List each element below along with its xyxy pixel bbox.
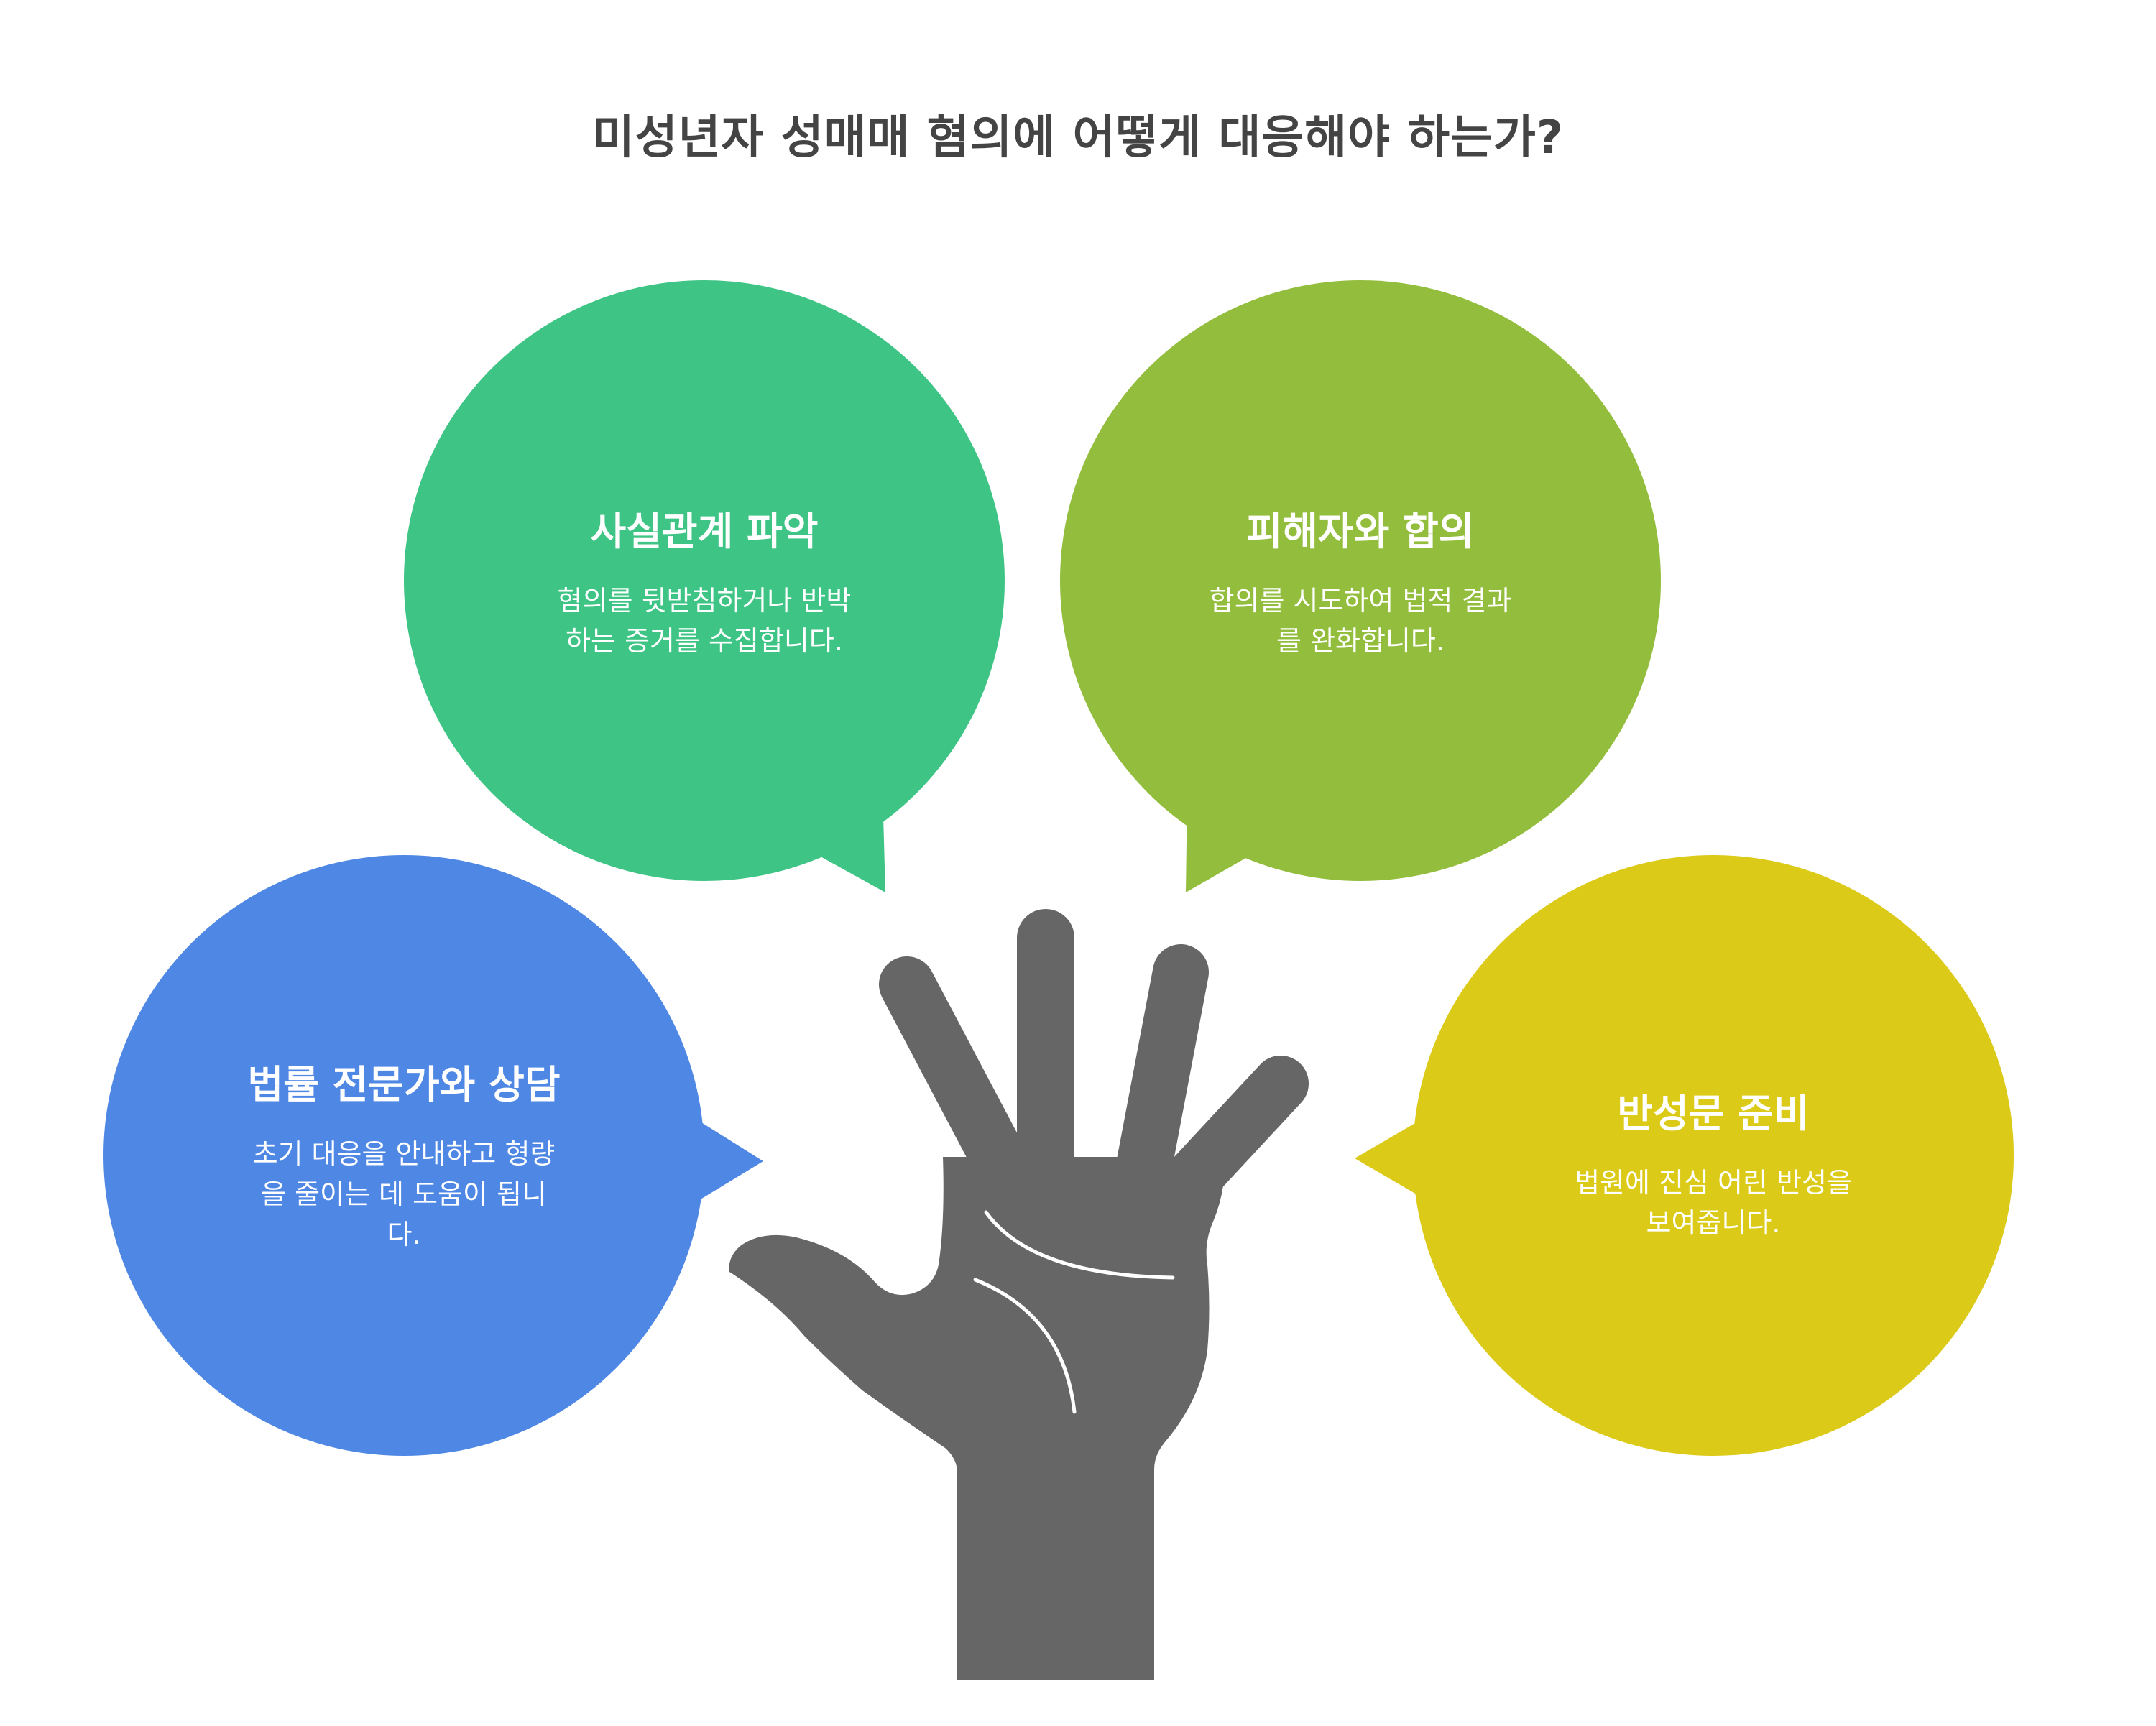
bubble-apology-text: 반성문 준비 법원에 진심 어린 반성을 보여줍니다. bbox=[1512, 1081, 1915, 1243]
bubble-fact-tail bbox=[805, 790, 885, 892]
palm-line-upper bbox=[984, 1210, 1175, 1280]
bubble-apology-circle bbox=[1413, 855, 2014, 1456]
bubble-apology-tail bbox=[1355, 1115, 1429, 1201]
bubble-fact-text: 사실관계 파악 혐의를 뒷받침하거나 반박 하는 증거를 수집합니다. bbox=[503, 499, 906, 661]
diagram-title: 미성년자 성매매 혐의에 어떻게 대응해야 하는가? bbox=[591, 111, 1565, 165]
bubble-apology bbox=[1355, 855, 2014, 1456]
bubble-fact-circle bbox=[404, 280, 1005, 881]
bubble-agreement-circle bbox=[1060, 280, 1661, 881]
bubble-legal-text: 법률 전문가와 상담 초기 대응을 안내하고 형량 을 줄이는 데 도움이 됩니… bbox=[195, 1053, 612, 1255]
raised-hand-icon bbox=[729, 909, 1309, 1680]
bubble-legal-tail bbox=[690, 1115, 763, 1206]
bubble-fact-title: 사실관계 파악 bbox=[590, 509, 819, 554]
bubble-legal-circle bbox=[103, 855, 704, 1456]
bubble-agreement-title: 피해자와 합의 bbox=[1246, 509, 1475, 554]
palm-line-lower bbox=[973, 1278, 1077, 1414]
bubble-legal-title: 법률 전문가와 상담 bbox=[247, 1062, 561, 1107]
bubble-agreement-text: 피해자와 합의 합의를 시도하여 법적 결과 를 완화합니다. bbox=[1159, 499, 1562, 661]
bubble-agreement bbox=[1060, 280, 1661, 892]
bubble-fact-description: 혐의를 뒷받침하거나 반박 하는 증거를 수집합니다. bbox=[557, 585, 852, 657]
bubble-apology-description: 법원에 진심 어린 반성을 보여줍니다. bbox=[1575, 1167, 1852, 1239]
bubble-agreement-description: 합의를 시도하여 법적 결과 를 완화합니다. bbox=[1209, 585, 1512, 657]
bubble-apology-title: 반성문 준비 bbox=[1617, 1091, 1810, 1136]
bubble-agreement-tail bbox=[1186, 790, 1263, 892]
bubble-legal-description: 초기 대응을 안내하고 형량 을 줄이는 데 도움이 됩니 다. bbox=[252, 1138, 556, 1250]
bubble-legal bbox=[103, 855, 763, 1456]
bubble-fact bbox=[404, 280, 1005, 892]
